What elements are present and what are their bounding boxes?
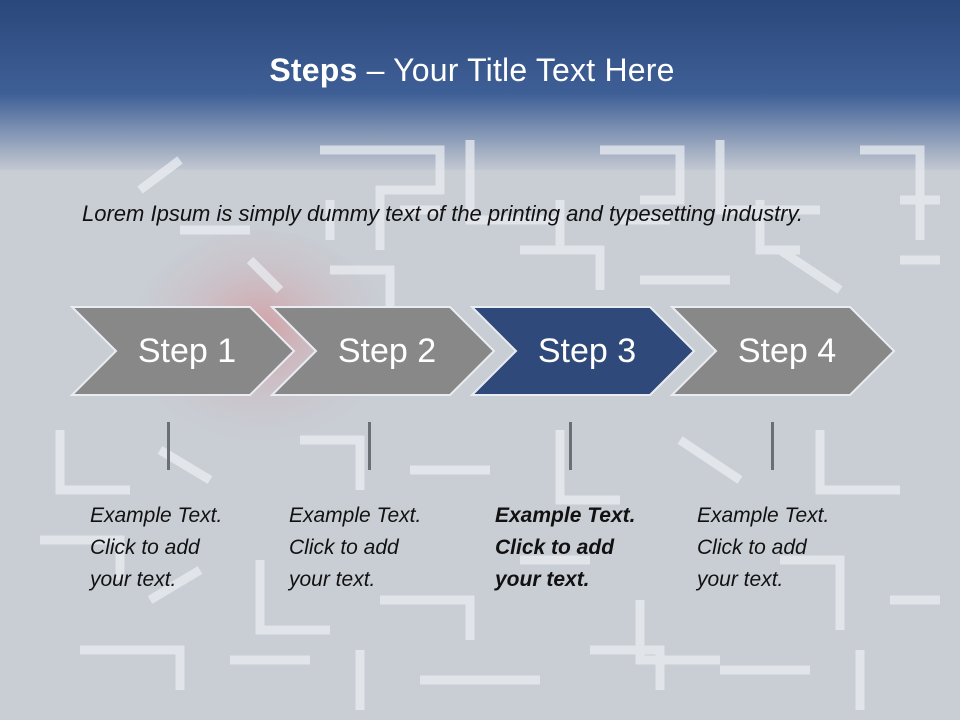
note-line: your text. xyxy=(289,568,376,591)
note-line: Click to add xyxy=(495,536,615,559)
step-2-connector xyxy=(368,422,371,470)
intro-text: Lorem Ipsum is simply dummy text of the … xyxy=(82,201,804,226)
title-bold: Steps xyxy=(269,52,358,88)
step-1-label: Step 1 xyxy=(137,332,237,370)
maze-pattern xyxy=(40,140,940,710)
step-4-arrow[interactable] xyxy=(669,306,896,396)
note-line: Example Text. xyxy=(697,504,830,527)
note-line: Example Text. xyxy=(495,504,636,527)
step-1-note[interactable]: Example Text. Click to add your text. xyxy=(90,500,260,596)
step-2-label: Step 2 xyxy=(337,332,437,370)
step-3-label: Step 3 xyxy=(537,332,637,370)
step-2-note[interactable]: Example Text. Click to add your text. xyxy=(289,500,459,596)
note-line: your text. xyxy=(697,568,784,591)
step-3-connector xyxy=(569,422,572,470)
step-3-note[interactable]: Example Text. Click to add your text. xyxy=(495,500,665,596)
title-rest: – Your Title Text Here xyxy=(357,52,675,88)
note-line: Click to add xyxy=(289,536,399,559)
step-4-note[interactable]: Example Text. Click to add your text. xyxy=(697,500,867,596)
step-1-connector xyxy=(167,422,170,470)
note-line: your text. xyxy=(90,568,177,591)
step-4-connector xyxy=(771,422,774,470)
note-line: Example Text. xyxy=(289,504,422,527)
note-line: Example Text. xyxy=(90,504,223,527)
note-line: your text. xyxy=(495,568,590,591)
note-line: Click to add xyxy=(697,536,807,559)
step-2-arrow[interactable] xyxy=(269,306,496,396)
step-4-label: Step 4 xyxy=(737,332,837,370)
step-3-arrow[interactable] xyxy=(469,306,696,396)
note-line: Click to add xyxy=(90,536,200,559)
slide-title: Steps – Your Title Text Here xyxy=(0,52,944,89)
step-1-arrow[interactable] xyxy=(69,306,296,396)
